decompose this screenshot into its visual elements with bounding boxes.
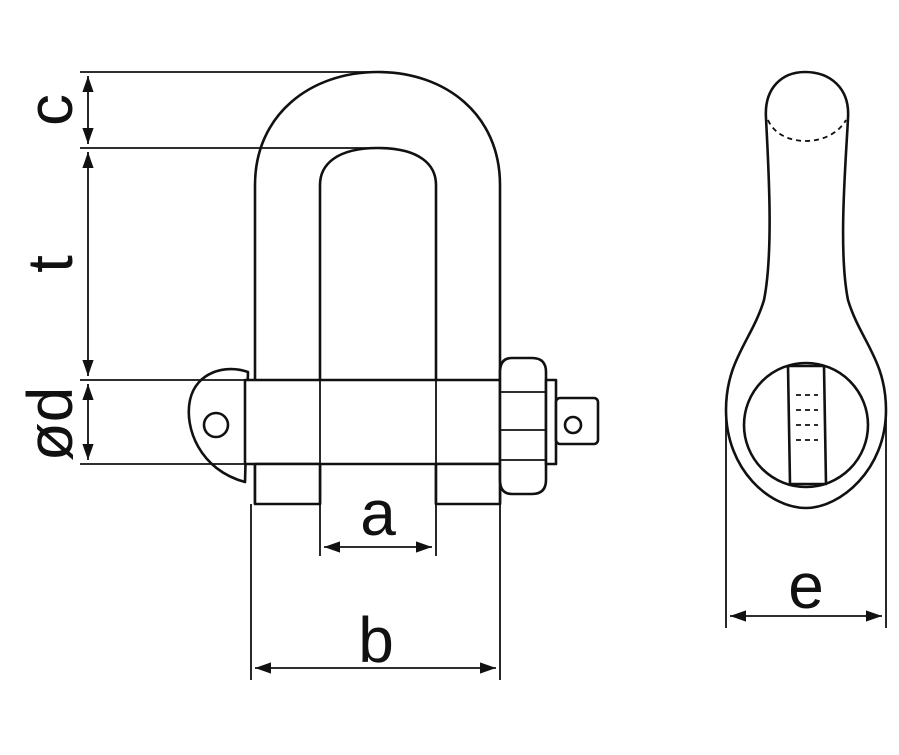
shackle-side-view xyxy=(724,70,888,510)
dimension-labels: c t ød a b e xyxy=(14,94,824,676)
hex-nut xyxy=(498,356,548,496)
split-pin-hole xyxy=(563,415,583,435)
shackle-front-view xyxy=(187,70,600,506)
label-e: e xyxy=(788,550,824,622)
head-hidden-line xyxy=(767,119,847,142)
shackle-pin xyxy=(243,378,502,466)
bow-leg-left xyxy=(253,462,322,506)
label-d: ød xyxy=(14,387,86,462)
label-c: c xyxy=(14,94,86,126)
nut-washer xyxy=(544,378,558,466)
label-a: a xyxy=(360,477,396,549)
pin-hole xyxy=(202,411,230,439)
label-b: b xyxy=(358,604,394,676)
bow-leg-right xyxy=(434,462,502,506)
dimension-lines xyxy=(80,71,887,680)
label-t: t xyxy=(14,255,86,273)
